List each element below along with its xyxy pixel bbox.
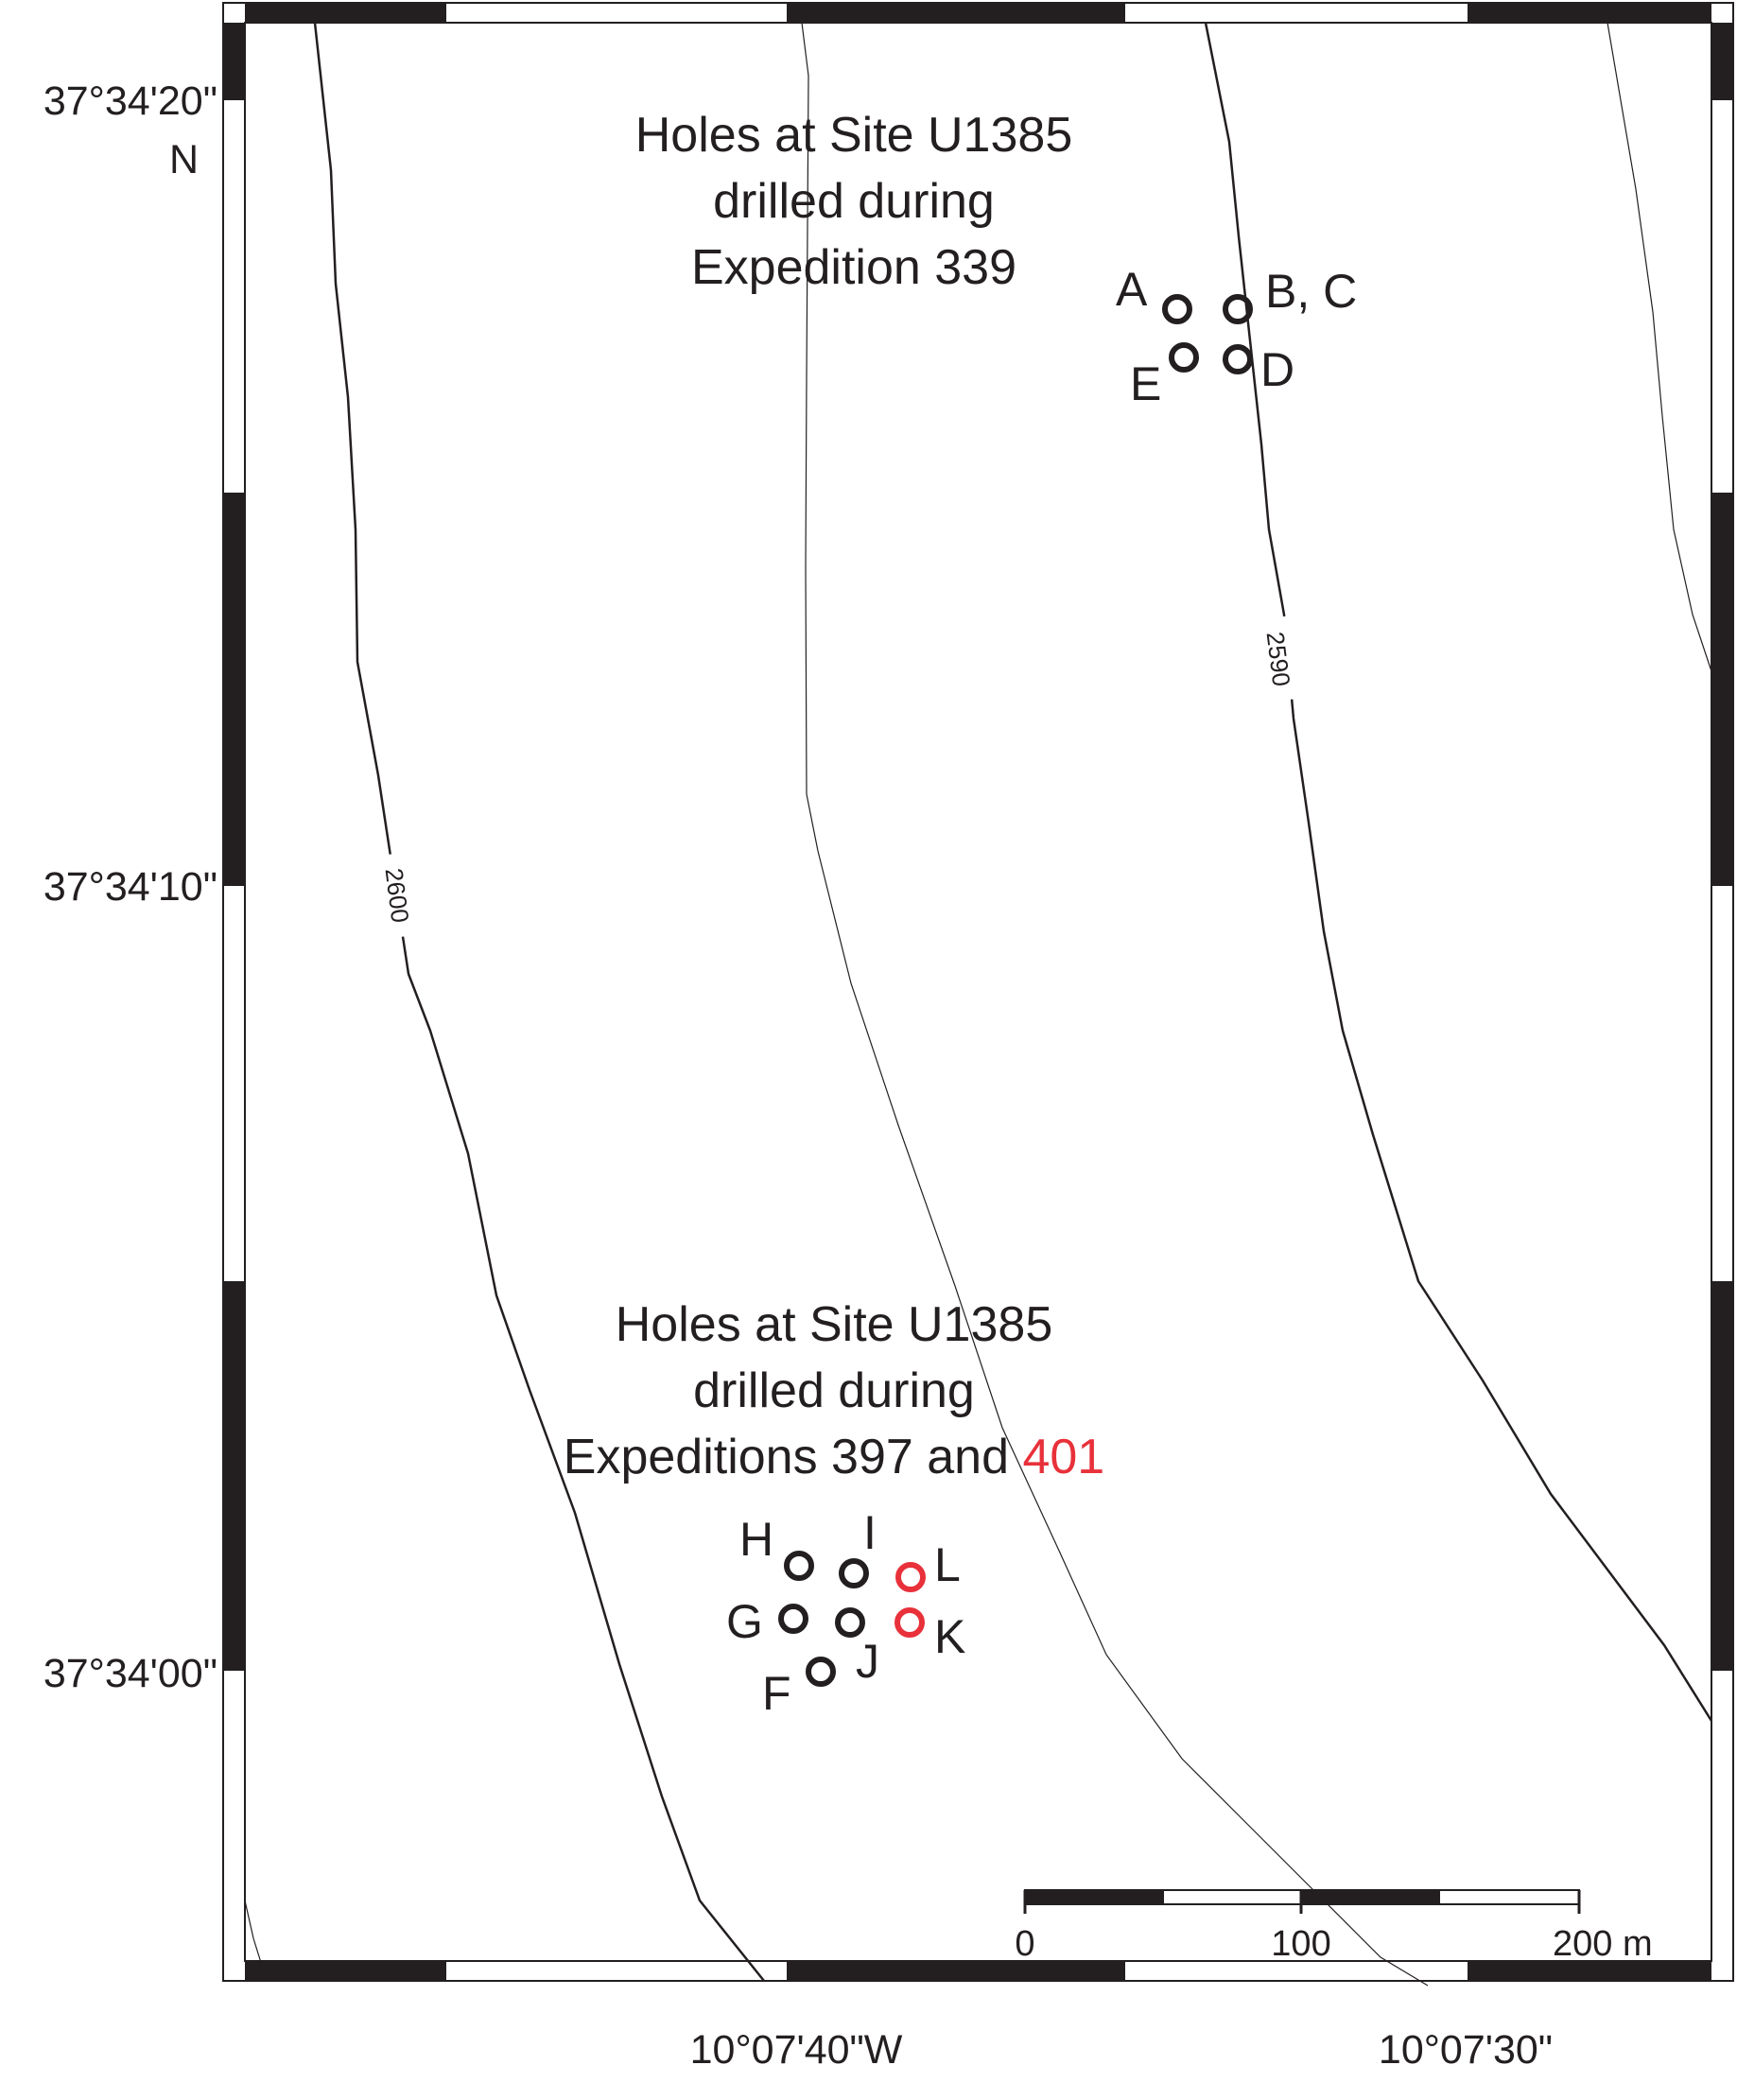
hole-label-g: G — [726, 1595, 763, 1648]
contour-label-2590-group: 2590 — [1256, 616, 1301, 703]
longitude-label-40: 10°07'40"W — [690, 2027, 903, 2073]
contour-2600 — [313, 22, 765, 1982]
site-title-highlight-401: 401 — [1022, 1430, 1104, 1484]
hole-label-h: H — [739, 1513, 773, 1566]
latitude-label-342-20: 37°34'20" — [43, 78, 217, 124]
site-title-line: Holes at Site U1385 — [616, 1297, 1053, 1352]
latitude-hemisphere-label: N — [169, 137, 199, 182]
hole-label-k: K — [934, 1610, 965, 1663]
site-expeditions-397-401: Holes at Site U1385 drilled during Exped… — [564, 1297, 1104, 1720]
scale-bar-segment — [1438, 1889, 1580, 1905]
contour-label-2600: 2600 — [380, 866, 415, 924]
frame-tick-left — [223, 493, 245, 886]
hole-label-d: D — [1260, 343, 1294, 396]
contour-intermediate-middle — [801, 22, 1429, 1987]
hole-label-l: L — [934, 1538, 961, 1591]
hole-marker-l[interactable] — [895, 1562, 926, 1592]
hole-label-bc: B, C — [1265, 265, 1357, 318]
hole-marker-e[interactable] — [1169, 342, 1199, 373]
frame-tick-left — [223, 23, 245, 100]
hole-marker-f[interactable] — [806, 1657, 836, 1687]
hole-label-e: E — [1130, 357, 1161, 410]
latitude-label-342-10: 37°34'10" — [43, 864, 217, 910]
frame-tick-top — [245, 3, 446, 23]
scale-label-100: 100 — [1271, 1924, 1330, 1964]
hole-label-f: F — [762, 1667, 791, 1720]
site-title-line: Expedition 339 — [691, 240, 1016, 295]
site-expedition-339: Holes at Site U1385 drilled during Exped… — [635, 108, 1358, 410]
outer-frame-border — [222, 2, 1734, 1982]
hole-label-j: J — [856, 1635, 879, 1688]
scale-bar: 0 100 200 m — [1015, 1889, 1653, 1964]
site-title-line: Expeditions 397 and 401 — [564, 1430, 1104, 1484]
site-title-prefix: Expeditions 397 and — [564, 1430, 1023, 1484]
hole-marker-j[interactable] — [835, 1607, 865, 1638]
hole-marker-i[interactable] — [839, 1558, 869, 1588]
hole-marker-g[interactable] — [778, 1604, 808, 1634]
longitude-label-30: 10°07'30" — [1379, 2027, 1553, 2073]
frame-tick-top — [787, 3, 1125, 23]
site-title-line: Holes at Site U1385 — [635, 108, 1073, 163]
hole-marker-d[interactable] — [1223, 344, 1253, 374]
contour-2590 — [1204, 22, 1713, 1722]
site-title-line: drilled during — [713, 174, 995, 229]
frame-tick-bottom — [787, 1961, 1125, 1981]
latitude-label-342-00: 37°34'00" — [43, 1651, 217, 1696]
scale-bar-segment — [1162, 1889, 1302, 1905]
contour-lines — [244, 22, 1713, 1987]
frame-tick-bottom — [1468, 1961, 1711, 1981]
hole-marker-bc[interactable] — [1223, 294, 1253, 324]
scale-label-0: 0 — [1015, 1924, 1034, 1964]
frame-tick-right — [1711, 493, 1733, 886]
scale-bar-segment — [1300, 1889, 1440, 1905]
contour-label-2590: 2590 — [1261, 630, 1296, 687]
hole-marker-a[interactable] — [1162, 294, 1192, 324]
frame-tick-right — [1711, 23, 1733, 100]
contour-label-2600-group: 2600 — [374, 852, 420, 939]
hole-label-a: A — [1116, 263, 1148, 316]
site-title-line: drilled during — [693, 1363, 975, 1418]
scale-label-200: 200 m — [1553, 1924, 1653, 1964]
hole-marker-h[interactable] — [784, 1551, 814, 1581]
frame-tick-right — [1711, 1281, 1733, 1671]
inner-frame-border — [244, 22, 1712, 1962]
scale-bar-segment — [1024, 1889, 1164, 1905]
map-frame — [222, 2, 1734, 1982]
frame-tick-top — [1468, 3, 1711, 23]
contour-intermediate-right — [1607, 22, 1712, 672]
hole-marker-k[interactable] — [895, 1607, 925, 1638]
frame-tick-left — [223, 1281, 245, 1671]
frame-tick-bottom — [245, 1961, 446, 1981]
contour-intermediate-corner — [244, 1900, 268, 1982]
hole-label-i: I — [863, 1506, 877, 1559]
